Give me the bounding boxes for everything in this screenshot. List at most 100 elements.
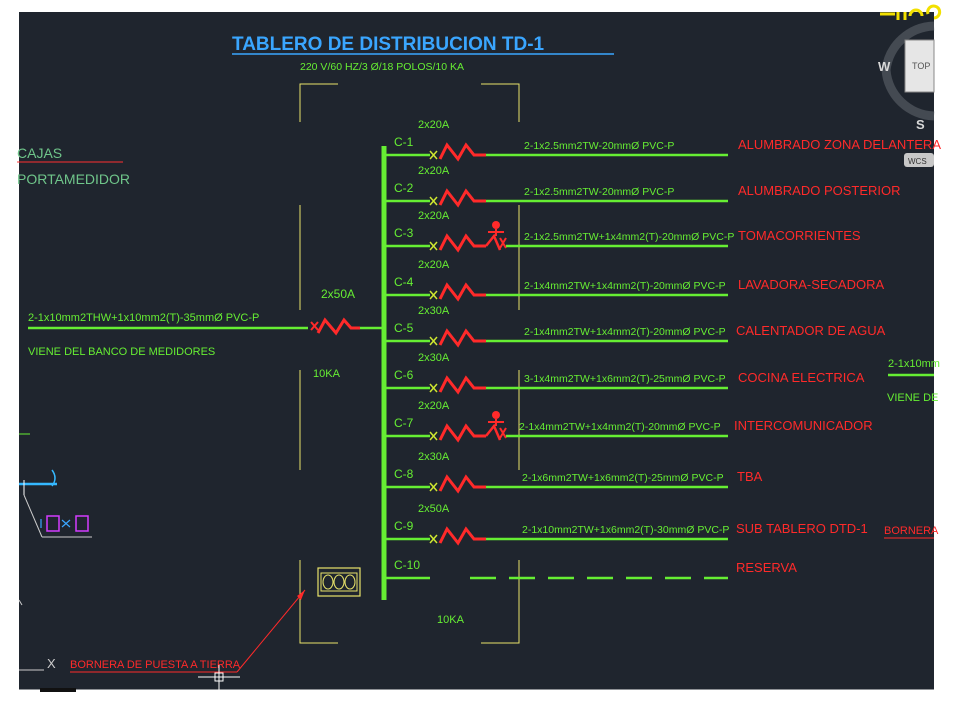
circuit-id-label: C-7 bbox=[394, 416, 414, 430]
circuit-cable-label: 3-1x4mm2TW+1x6mm2(T)-25mmØ PVC-P bbox=[524, 373, 726, 385]
circuit-row: C-2 2x20A 2-1x2.5mm2TW-20mmØ PVC-P ALUMBRAD… bbox=[386, 165, 901, 208]
crosshair-cursor bbox=[198, 665, 240, 690]
circuit-id-label: C-4 bbox=[394, 275, 414, 289]
breaker-symbol bbox=[438, 375, 486, 395]
circuit-load-label: CALENTADOR DE AGUA bbox=[736, 323, 886, 338]
board-subtitle: 220 V/60 HZ/3 Ø/18 POLOS/10 KA bbox=[300, 61, 464, 73]
circuit-row: C-5 2x30A 2-1x4mm2TW+1x4mm2(T)-20mmØ PVC-P… bbox=[386, 305, 886, 348]
circuit-load-label: TBA bbox=[737, 469, 763, 484]
circuit-load-label: COCINA ELECTRICA bbox=[738, 370, 865, 385]
compass-s-label: S bbox=[916, 117, 925, 132]
breaker-symbol bbox=[438, 142, 486, 162]
breaker-symbol bbox=[438, 474, 486, 494]
breaker-contact-mark bbox=[429, 241, 438, 251]
circuit-row: C-7 2x20A 2-1x4mm2TW+1x4mm2(T)-20mmØ PVC-P… bbox=[386, 400, 873, 443]
main-breaker-ka: 10KA bbox=[313, 368, 341, 380]
circuit-load-label: ALUMBRADO ZONA DELANTERA bbox=[738, 137, 941, 152]
circuit-cable-label: 2-1x2.5mm2TW+1x4mm2(T)-20mmØ PVC-P bbox=[524, 231, 734, 243]
circuit-cable-label: 2-1x6mm2TW+1x6mm2(T)-25mmØ PVC-P bbox=[522, 472, 724, 484]
circuit-load-label: LAVADORA-SECADORA bbox=[738, 277, 884, 292]
breaker-symbol bbox=[438, 282, 486, 302]
differential-trip-mark bbox=[488, 419, 507, 439]
wcs-button[interactable] bbox=[904, 153, 934, 167]
viewcube-top-label: TOP bbox=[912, 61, 930, 71]
label-cajas: CAJAS bbox=[17, 145, 62, 161]
right-bornera-fragment: BORNERA bbox=[884, 525, 939, 537]
main-breaker-rating: 2x50A bbox=[321, 287, 355, 301]
board-title: TABLERO DE DISTRIBUCION TD-1 bbox=[232, 34, 545, 55]
circuit-load-label: RESERVA bbox=[736, 560, 797, 575]
circuit-rating-label: 2x50A bbox=[418, 503, 450, 515]
viewcube-top-face[interactable] bbox=[904, 39, 935, 93]
breaker-symbol bbox=[438, 328, 486, 348]
circuit-row: C-6 2x30A 3-1x4mm2TW+1x6mm2(T)-25mmØ PVC-P… bbox=[386, 352, 865, 395]
circuit-row: C-9 2x50A 2-1x10mm2TW+1x6mm2(T)-30mmØ PVC-… bbox=[386, 503, 868, 546]
breaker-contact-mark bbox=[429, 150, 438, 160]
circuit-row: C-10 RESERVA bbox=[386, 558, 797, 580]
breaker-symbol bbox=[438, 423, 486, 443]
ground-terminal-label: BORNERA DE PUESTA A TIERRA bbox=[70, 659, 241, 671]
compass-w-label: W bbox=[878, 59, 891, 74]
circuit-id-label: C-2 bbox=[394, 181, 414, 195]
x-marker: X bbox=[47, 656, 56, 671]
circuit-cable-label: 2-1x10mm2TW+1x6mm2(T)-30mmØ PVC-P bbox=[522, 524, 729, 536]
board-enclosure bbox=[299, 83, 520, 644]
ground-leader-line bbox=[236, 589, 306, 673]
circuit-rating-label: 2x20A bbox=[418, 165, 450, 177]
label-portamedidor: PORTAMEDIDOR bbox=[17, 171, 130, 187]
left-edge-fragments bbox=[18, 433, 92, 606]
differential-symbol bbox=[485, 233, 502, 251]
circuit-id-label: C-8 bbox=[394, 467, 414, 481]
feeder-source-label: VIENE DEL BANCO DE MEDIDORES bbox=[28, 346, 215, 358]
breaker-contact-mark bbox=[429, 383, 438, 393]
differential-trip-icon bbox=[492, 221, 500, 229]
circuit-cable-label: 2-1x4mm2TW+1x4mm2(T)-20mmØ PVC-P bbox=[524, 280, 726, 292]
feeder-cable-label: 2-1x10mm2THW+1x10mm2(T)-35mmØ PVC-P bbox=[28, 312, 259, 324]
circuit-load-label: ALUMBRADO POSTERIOR bbox=[738, 183, 901, 198]
breaker-symbol bbox=[438, 188, 486, 208]
breaker-symbol bbox=[438, 526, 486, 546]
circuit-load-label: INTERCOMUNICADOR bbox=[734, 418, 873, 433]
breaker-contact-mark bbox=[429, 196, 438, 206]
ground-leader-arrow bbox=[297, 590, 305, 600]
circuit-rating-label: 2x30A bbox=[418, 305, 450, 317]
circuit-id-label: C-3 bbox=[394, 226, 414, 240]
circuit-rating-label: 2x20A bbox=[418, 400, 450, 412]
right-cable-fragment: 2-1x10mm bbox=[888, 358, 940, 370]
ground-terminal-block bbox=[317, 567, 361, 597]
breaker-contact-mark bbox=[429, 534, 438, 544]
main-breaker-symbol bbox=[310, 317, 360, 336]
wcs-label: WCS bbox=[908, 157, 927, 166]
circuit-cable-label: 2-1x2.5mm2TW-20mmØ PVC-P bbox=[524, 186, 674, 198]
circuit-load-label: SUB TABLERO DTD-1 bbox=[736, 521, 868, 536]
bottom-ka-label: 10KA bbox=[437, 614, 465, 626]
circuit-rating-label: 2x20A bbox=[418, 119, 450, 131]
circuit-cable-label: 2-1x2.5mm2TW-20mmØ PVC-P bbox=[524, 140, 674, 152]
circuit-row: C-8 2x30A 2-1x6mm2TW+1x6mm2(T)-25mmØ PVC-P… bbox=[386, 451, 763, 494]
differential-trip-icon bbox=[492, 411, 500, 419]
circuit-id-label: C-9 bbox=[394, 519, 414, 533]
circuit-id-label: C-6 bbox=[394, 368, 414, 382]
differential-symbol bbox=[485, 423, 502, 441]
viewcube-widget[interactable] bbox=[880, 4, 942, 121]
circuit-rating-label: 2x30A bbox=[418, 352, 450, 364]
breaker-contact-mark bbox=[429, 336, 438, 346]
circuit-id-label: C-10 bbox=[394, 558, 420, 572]
circuit-cable-label: 2-1x4mm2TW+1x4mm2(T)-20mmØ PVC-P bbox=[524, 326, 726, 338]
breaker-contact-mark bbox=[429, 290, 438, 300]
bottom-edge-block bbox=[40, 688, 76, 692]
circuit-rating-label: 2x30A bbox=[418, 451, 450, 463]
differential-trip-mark bbox=[488, 229, 507, 249]
circuit-cable-label: 2-1x4mm2TW+1x4mm2(T)-20mmØ PVC-P bbox=[519, 421, 721, 433]
circuit-rating-label: 2x20A bbox=[418, 259, 450, 271]
breaker-contact-mark bbox=[429, 431, 438, 441]
circuit-id-label: C-5 bbox=[394, 321, 414, 335]
circuit-load-label: TOMACORRIENTES bbox=[738, 228, 861, 243]
circuit-row: C-4 2x20A 2-1x4mm2TW+1x4mm2(T)-20mmØ PVC-P… bbox=[386, 259, 884, 302]
breaker-symbol bbox=[438, 233, 486, 253]
